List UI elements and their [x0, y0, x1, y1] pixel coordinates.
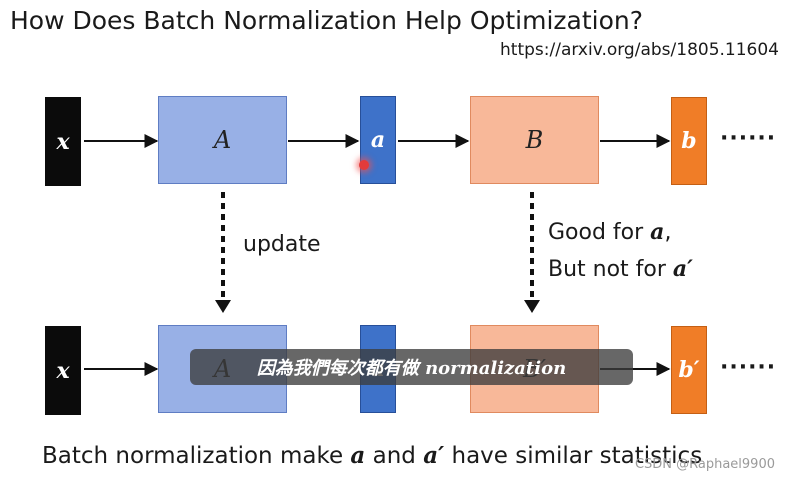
input-x-box-bottom: x	[45, 326, 81, 415]
conclusion-pre: Batch normalization make	[42, 443, 351, 469]
output-a-box-top: a	[360, 96, 396, 184]
good-line1-math: a	[650, 219, 665, 245]
conclusion-a: a	[350, 442, 366, 469]
good-for-label: Good for a, But not for a′	[548, 214, 693, 288]
good-line2-text: But not for	[548, 257, 673, 282]
ellipsis-top: ······	[720, 126, 777, 151]
laser-pointer-icon	[359, 160, 369, 170]
good-line1-text: Good for	[548, 220, 651, 245]
watermark: CSDN @Raphael9900	[634, 457, 775, 472]
ellipsis-bottom: ······	[720, 355, 777, 380]
update-label: update	[243, 232, 321, 257]
paper-url[interactable]: https://arxiv.org/abs/1805.11604	[500, 40, 779, 60]
conclusion-mid: and	[365, 443, 424, 469]
input-x-box-top: x	[45, 97, 81, 186]
layer-A-box-top: A	[158, 96, 287, 184]
video-subtitle: 因為我們每次都有做 normalization	[190, 349, 633, 385]
conclusion-post: have similar statistics	[444, 443, 703, 469]
output-b-box-top: b	[671, 97, 707, 185]
conclusion-text: Batch normalization make a and a′ have s…	[42, 442, 702, 469]
good-line1-post: ,	[664, 220, 672, 245]
output-b-box-bottom: b′	[671, 326, 707, 414]
page-title: How Does Batch Normalization Help Optimi…	[10, 6, 644, 35]
layer-B-box-top: B	[470, 96, 599, 184]
good-line2-math: a′	[672, 256, 693, 282]
conclusion-a-prime: a′	[423, 442, 445, 469]
